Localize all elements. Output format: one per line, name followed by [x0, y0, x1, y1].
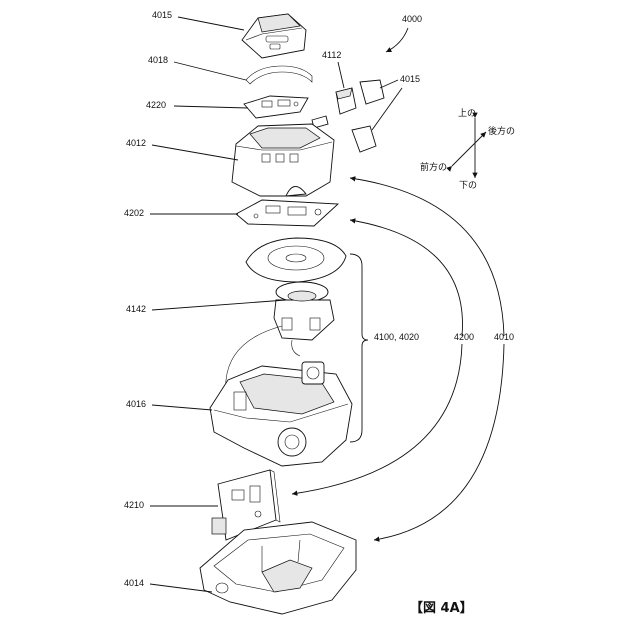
base-part	[200, 522, 356, 614]
group-b-label: 4200	[454, 332, 474, 342]
group-a-bracket	[350, 254, 368, 442]
base-label: 4014	[124, 578, 144, 588]
chassis-part	[210, 362, 352, 466]
seal-part	[246, 66, 312, 84]
top-cover-label: 4015	[152, 10, 172, 20]
blower-plate-part	[246, 238, 346, 282]
blower-label: 4142	[126, 304, 146, 314]
assembly-ref-arrow	[386, 28, 408, 52]
circuit-board-part	[236, 200, 338, 226]
direction-front-label: 前方の	[420, 161, 447, 173]
direction-down-label: 下の	[459, 181, 477, 191]
direction-rear-label: 後方の	[488, 125, 515, 137]
board-top-part	[244, 96, 308, 118]
side-cap-leader	[338, 62, 344, 88]
side-cover-label: 4015	[400, 74, 420, 84]
top-cover-part	[242, 14, 306, 58]
group-b-arrow-up	[350, 220, 463, 336]
board-top-label: 4220	[146, 100, 166, 110]
group-c-arrow-up	[350, 178, 504, 336]
assembly-ref-label: 4000	[402, 14, 422, 24]
board-top-leader	[174, 106, 248, 108]
upper-housing-label: 4012	[126, 138, 146, 148]
group-c-arrow-down	[374, 344, 504, 540]
pcb-vertical-label: 4210	[124, 500, 144, 510]
chassis-leader	[152, 405, 212, 410]
direction-compass: 上の 下の 後方の 前方の	[420, 108, 515, 191]
figure-caption: 【図 4A】	[410, 600, 473, 616]
side-cap-part	[336, 88, 356, 114]
chassis-label: 4016	[126, 399, 146, 409]
circuit-board-label: 4202	[124, 208, 144, 218]
group-c-label: 4010	[494, 332, 514, 342]
direction-up-label: 上の	[458, 108, 476, 119]
blower-leader	[152, 300, 286, 310]
side-cap-label: 4112	[322, 50, 341, 60]
seal-leader	[174, 62, 246, 80]
top-cover-leader	[178, 17, 244, 30]
group-a-label: 4100, 4020	[374, 332, 419, 342]
side-cover-leader-a	[380, 80, 398, 88]
upper-housing-leader	[152, 145, 238, 160]
blower-part	[274, 282, 334, 356]
upper-housing-part	[232, 124, 334, 196]
seal-label: 4018	[148, 55, 168, 65]
